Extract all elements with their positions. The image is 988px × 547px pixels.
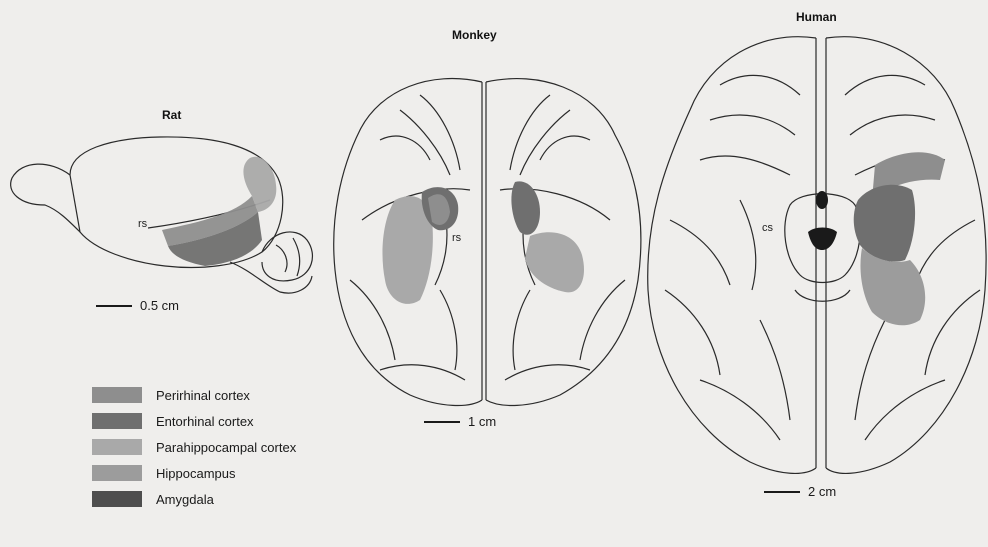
monkey-scale-label: 1 cm (468, 414, 496, 429)
rat-sulcus-label: rs (138, 218, 147, 230)
legend-item-hippocampus: Hippocampus (92, 460, 296, 486)
monkey-brain-outline (334, 79, 641, 406)
legend-label-amygdala: Amygdala (156, 492, 214, 507)
legend-item-parahippocampal: Parahippocampal cortex (92, 434, 296, 460)
legend-label-entorhinal: Entorhinal cortex (156, 414, 254, 429)
legend-label-hippocampus: Hippocampus (156, 466, 236, 481)
legend-item-amygdala: Amygdala (92, 486, 296, 512)
human-brainstem-dot-top (816, 191, 828, 209)
human-brainstem-mark (808, 228, 837, 251)
legend-swatch-entorhinal (92, 413, 142, 429)
legend-label-perirhinal: Perirhinal cortex (156, 388, 250, 403)
legend-swatch-amygdala (92, 491, 142, 507)
human-scale-bar: 2 cm (764, 484, 836, 499)
rat-olfactory-bulb (11, 164, 80, 232)
human-brain-outline (648, 37, 986, 474)
human-scale-line (764, 491, 800, 493)
monkey-scale-line (424, 421, 460, 423)
rat-cerebellum (262, 232, 312, 281)
monkey-sulcus-label: rs (452, 232, 461, 244)
legend-item-entorhinal: Entorhinal cortex (92, 408, 296, 434)
monkey-title: Monkey (452, 28, 497, 42)
legend: Perirhinal cortex Entorhinal cortex Para… (92, 382, 296, 512)
rat-scale-line (96, 305, 132, 307)
legend-swatch-hippocampus (92, 465, 142, 481)
monkey-scale-bar: 1 cm (424, 414, 496, 429)
rat-scale-label: 0.5 cm (140, 298, 179, 313)
legend-swatch-parahippocampal (92, 439, 142, 455)
legend-item-perirhinal: Perirhinal cortex (92, 382, 296, 408)
human-sulcus-label: cs (762, 222, 773, 234)
legend-label-parahippocampal: Parahippocampal cortex (156, 440, 296, 455)
human-scale-label: 2 cm (808, 484, 836, 499)
legend-swatch-perirhinal (92, 387, 142, 403)
rat-scale-bar: 0.5 cm (96, 298, 179, 313)
human-title: Human (796, 10, 837, 24)
